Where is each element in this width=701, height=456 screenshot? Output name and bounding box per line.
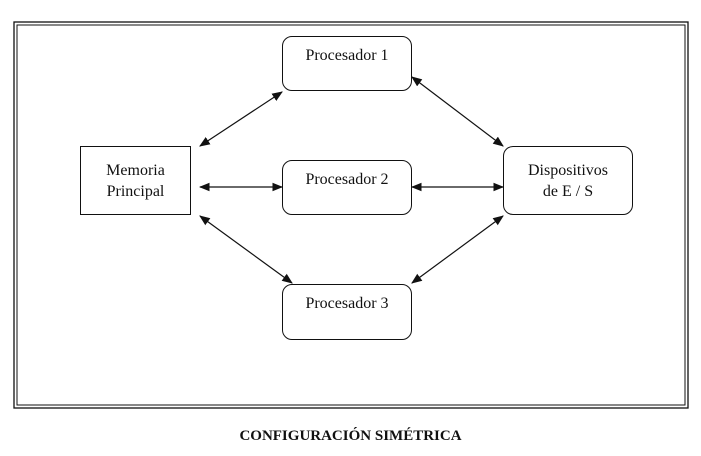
diagram-caption: CONFIGURACIÓN SIMÉTRICA	[239, 428, 462, 444]
processor-1-label: Procesador 1	[305, 47, 389, 64]
inner-frame	[16, 24, 686, 406]
arrow-proc3-io	[411, 215, 504, 284]
io-label-line1: Dispositivos	[527, 161, 608, 179]
memory-label-line1: Memoria	[106, 161, 165, 179]
memory-label-line2: Principal	[106, 182, 165, 200]
processor-2-node: Procesador 2	[282, 160, 412, 215]
outer-frame	[13, 21, 689, 409]
processor-1-node: Procesador 1	[282, 36, 412, 91]
arrow-proc1-io	[411, 76, 504, 147]
io-devices-node: Dispositivos de E / S	[503, 146, 633, 215]
arrow-memory-proc3	[199, 215, 293, 284]
processor-2-label: Procesador 2	[305, 171, 389, 188]
io-label-line2: de E / S	[542, 182, 594, 200]
processor-3-node: Procesador 3	[282, 284, 412, 340]
arrow-memory-proc1	[199, 91, 283, 147]
processor-3-label: Procesador 3	[305, 295, 389, 312]
